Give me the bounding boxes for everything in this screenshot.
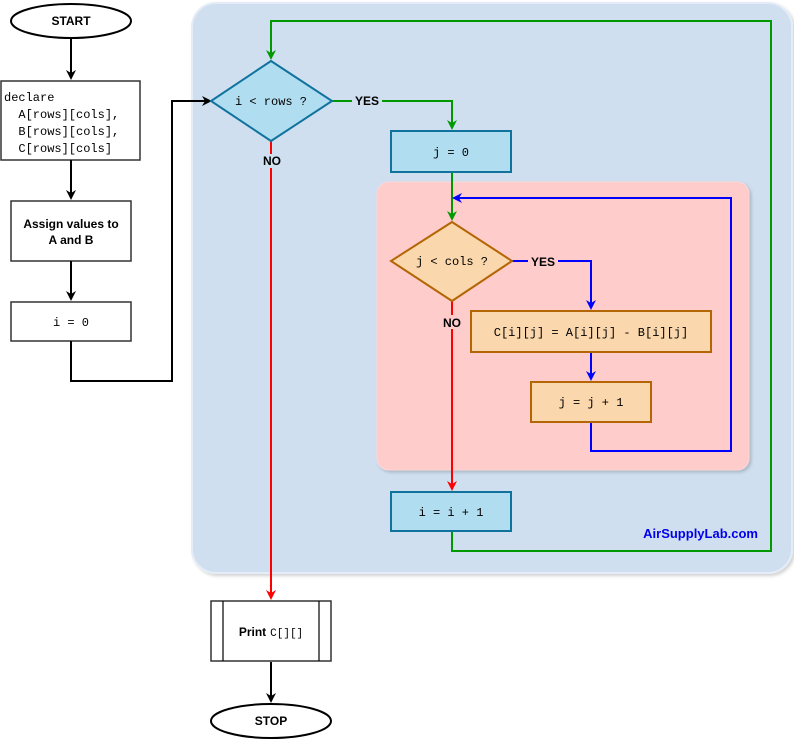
yes-outer-bg <box>352 94 382 108</box>
print-label: Print <box>239 625 266 639</box>
inc-i-process[interactable]: i = i + 1 <box>390 491 512 532</box>
inc-j-label: j = j + 1 <box>559 396 624 410</box>
cond-j-decision[interactable]: j < cols ? <box>389 220 514 303</box>
declare-line-2: A[rows][cols], <box>4 108 119 122</box>
print-subroutine[interactable]: Print C[][] <box>210 600 332 662</box>
print-text: Print C[][] <box>239 623 303 640</box>
assign-line-1: Assign values to <box>23 217 118 231</box>
watermark-link[interactable]: AirSupplyLab.com <box>643 526 758 541</box>
init-j-label: j = 0 <box>433 146 469 160</box>
yes-outer-label: YES <box>355 94 379 108</box>
init-i-process[interactable]: i = 0 <box>10 301 132 342</box>
assign-line-2: A and B <box>49 233 94 247</box>
edge-init-i-cond-i <box>70 96 212 382</box>
start-terminal[interactable]: START <box>10 3 132 39</box>
cond-j-label: j < cols ? <box>416 255 488 269</box>
print-arg: C[][] <box>270 628 303 640</box>
compute-process[interactable]: C[i][j] = A[i][j] - B[i][j] <box>470 310 712 353</box>
stop-label: STOP <box>255 714 287 728</box>
edge-inc-i-loop <box>266 20 772 552</box>
no-outer-label: NO <box>263 154 281 168</box>
declare-process[interactable]: declare A[rows][cols], B[rows][cols], C[… <box>0 80 141 161</box>
declare-line-1: declare <box>4 91 54 105</box>
cond-i-label: i < rows ? <box>235 95 307 109</box>
inc-j-process[interactable]: j = j + 1 <box>530 381 652 423</box>
no-outer-bg <box>260 154 284 168</box>
inc-i-label: i = i + 1 <box>419 506 484 520</box>
assign-process[interactable]: Assign values to A and B <box>10 200 132 262</box>
init-i-label: i = 0 <box>53 316 89 330</box>
start-label: START <box>51 14 91 28</box>
yes-inner-bg <box>528 255 558 269</box>
edge-inc-j-loop <box>452 193 732 452</box>
declare-line-4: C[rows][cols] <box>4 142 112 156</box>
init-j-process[interactable]: j = 0 <box>390 130 512 173</box>
no-inner-bg <box>440 315 464 329</box>
cond-i-decision[interactable]: i < rows ? <box>209 59 334 143</box>
stop-terminal[interactable]: STOP <box>210 703 332 739</box>
compute-label: C[i][j] = A[i][j] - B[i][j] <box>494 326 688 340</box>
declare-line-3: B[rows][cols], <box>4 125 119 139</box>
yes-inner-label: YES <box>531 255 555 269</box>
no-inner-label: NO <box>443 316 461 330</box>
